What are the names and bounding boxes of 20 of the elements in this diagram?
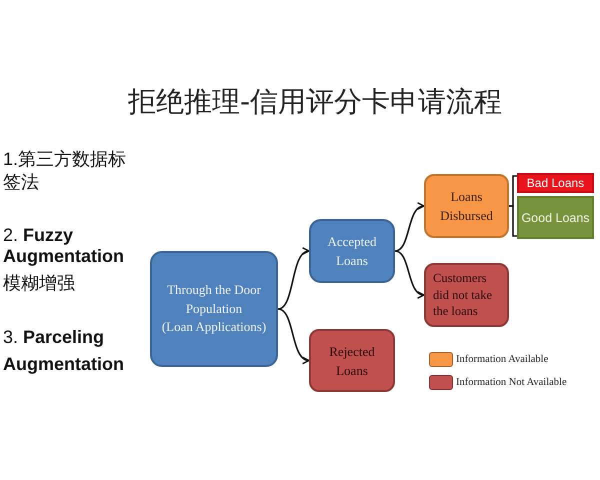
method-label: 1.第三方数据标签法: [3, 148, 128, 194]
bracket-line: [509, 205, 517, 237]
process-box: Through the Door Population (Loan Applications): [150, 251, 278, 367]
method-label: 3. Parceling Augmentation: [3, 326, 125, 376]
method-label: 2. Fuzzy Augmentation: [3, 225, 125, 267]
process-box: Accepted Loans: [309, 219, 395, 283]
process-box: Rejected Loans: [309, 329, 395, 392]
arrow: [278, 308, 310, 363]
category-box: Good Loans: [517, 196, 594, 239]
legend-label: Information Not Available: [456, 376, 567, 390]
category-box: Bad Loans: [517, 173, 594, 193]
arrow: [394, 250, 425, 298]
process-box: Customers did not take the loans: [424, 263, 509, 327]
legend-label: Information Available: [456, 353, 548, 367]
process-box: Loans Disbursed: [424, 174, 509, 238]
arrow: [278, 248, 310, 310]
method-label: 模糊增强: [3, 272, 76, 294]
arrow: [394, 204, 425, 252]
bracket-line: [509, 175, 517, 207]
title: 拒绝推理-信用评分卡申请流程: [126, 84, 504, 120]
